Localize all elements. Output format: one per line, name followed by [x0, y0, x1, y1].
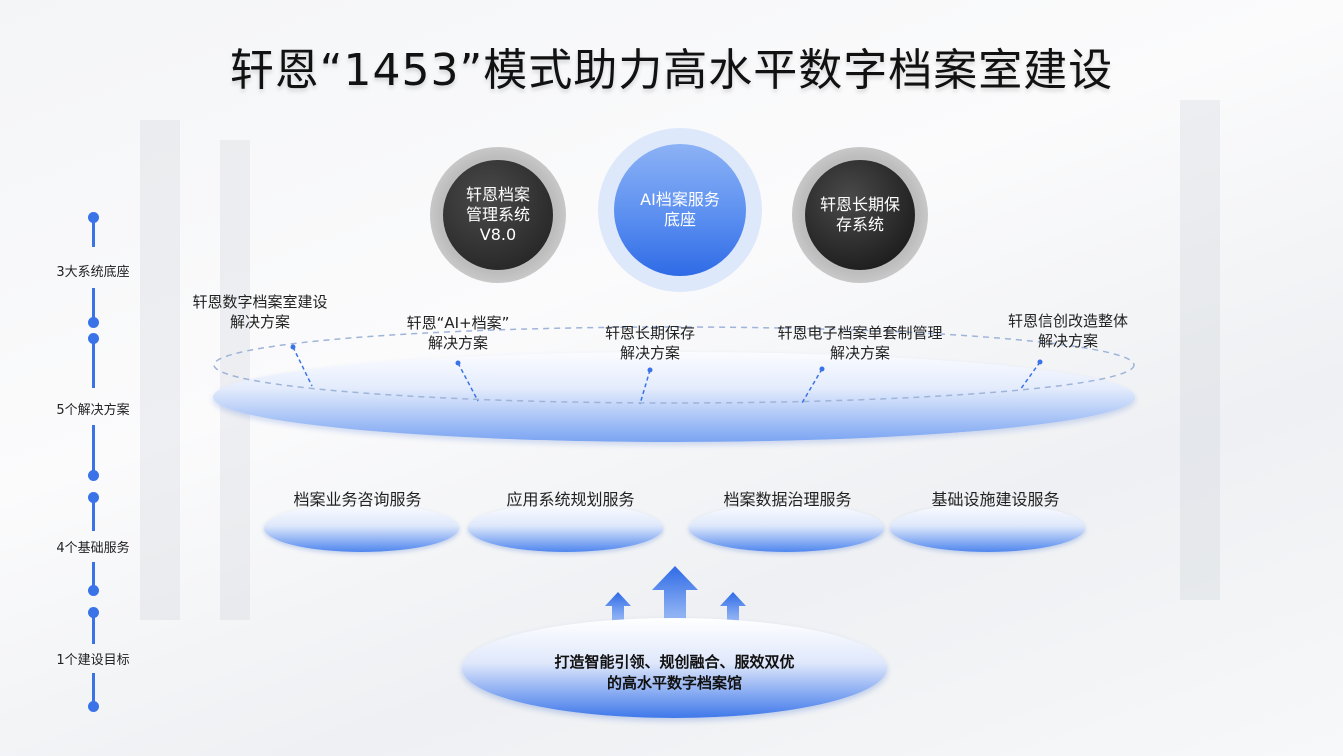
service-system-planning: 应用系统规划服务 [506, 490, 635, 509]
timeline-label-goal: 1个建设目标 [56, 653, 130, 668]
timeline-dot [88, 317, 99, 328]
timeline-dot [88, 585, 99, 596]
connector-line [801, 368, 823, 404]
system-ai-service-base: AI档案服务底座 [598, 128, 762, 292]
system-text: 存系统 [835, 215, 884, 234]
system-text: 轩恩长期保 [819, 195, 900, 214]
timeline-line [92, 288, 95, 322]
timeline-label-services: 4个基础服务 [56, 541, 130, 556]
timeline-line [92, 562, 95, 590]
timeline-dot [88, 607, 99, 618]
timeline-dot [88, 212, 99, 223]
timeline-line [92, 217, 95, 247]
timeline-dot [88, 470, 99, 481]
timeline-line [92, 497, 95, 531]
up-arrows [605, 566, 746, 622]
dashed-ring [213, 326, 1135, 404]
timeline-dot [88, 492, 99, 503]
timeline-label-solutions: 5个解决方案 [56, 403, 130, 418]
timeline-label-systems: 3大系统底座 [56, 265, 130, 280]
solution-long-term-preservation: 轩恩长期保存解决方案 [604, 324, 695, 362]
service-ellipse [890, 504, 1085, 552]
system-long-term-preservation: 轩恩长期保存系统 [792, 147, 928, 283]
system-text: 管理系统 [465, 205, 530, 224]
system-text: 轩恩档案 [465, 185, 530, 204]
arrow-up-icon [720, 592, 746, 622]
background-pillar [140, 120, 180, 620]
page-title: 轩恩“1453”模式助力高水平数字档案室建设 [229, 45, 1114, 96]
connector-line [292, 346, 313, 387]
timeline-line [92, 338, 95, 388]
system-text: AI档案服务 [640, 190, 720, 209]
background-pillar [1180, 100, 1220, 600]
timeline-line [92, 673, 95, 706]
system-text: V8.0 [479, 225, 517, 244]
service-consulting: 档案业务咨询服务 [293, 490, 422, 509]
solution-ai-archive: 轩恩“AI+档案”解决方案 [406, 314, 510, 352]
connector-line [639, 369, 651, 405]
solution-xinchuang-transformation: 轩恩信创改造整体解决方案 [1007, 312, 1128, 350]
timeline-dot [88, 333, 99, 344]
solution-single-set-management: 轩恩电子档案单套制管理解决方案 [777, 324, 943, 362]
timeline-line [92, 425, 95, 475]
timeline-line [92, 612, 95, 644]
arrow-up-icon [652, 566, 698, 622]
goal-text: 打造智能引领、规创融合、服效双优 的高水平数字档案馆 [554, 653, 795, 692]
service-infrastructure: 基础设施建设服务 [931, 490, 1060, 509]
service-ellipse [264, 504, 459, 552]
arrow-up-icon [605, 592, 631, 622]
connector-line [1019, 361, 1041, 391]
service-ellipse [689, 504, 884, 552]
service-data-governance: 档案数据治理服务 [723, 490, 852, 509]
timeline-dot [88, 701, 99, 712]
system-text: 底座 [663, 210, 696, 229]
service-ellipse [468, 504, 663, 552]
goal-ellipse [462, 618, 887, 718]
solutions-platform [213, 352, 1135, 442]
solution-digital-archive-room: 轩恩数字档案室建设解决方案 [192, 293, 328, 331]
connector-line [457, 362, 479, 402]
